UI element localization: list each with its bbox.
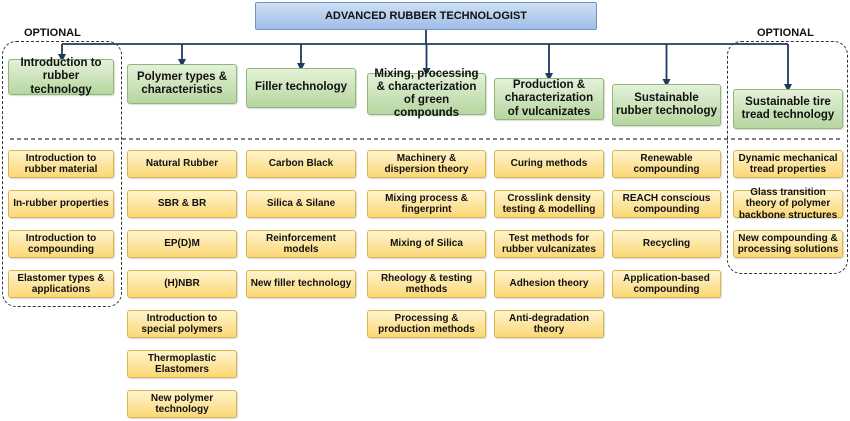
optional-label-right: OPTIONAL [757, 27, 814, 39]
category-box-3: Filler technology [246, 68, 356, 108]
topic-box: New polymer technology [127, 390, 237, 418]
optional-group-right [727, 41, 848, 274]
topic-box: Test methods for rubber vulcanizates [494, 230, 604, 258]
topic-box: Mixing process & fingerprint [367, 190, 486, 218]
root-node: ADVANCED RUBBER TECHNOLOGIST [255, 2, 597, 30]
category-box-2: Polymer types & characteristics [127, 64, 237, 104]
topic-box: Introduction to special polymers [127, 310, 237, 338]
topic-box: Glass transition theory of polymer backb… [733, 187, 843, 221]
topic-box: Mixing of Silica [367, 230, 486, 258]
topic-box: Reinforcement models [246, 230, 356, 258]
topic-box: Processing & production methods [367, 310, 486, 338]
topic-box: Machinery & dispersion theory [367, 150, 486, 178]
topic-box: Introduction to compounding [8, 230, 114, 258]
topic-box: Renewable compounding [612, 150, 721, 178]
topic-box: Crosslink density testing & modelling [494, 190, 604, 218]
topic-box: Curing methods [494, 150, 604, 178]
optional-group-left [2, 41, 122, 307]
topic-box: REACH conscious compounding [612, 190, 721, 218]
category-box-1: Introduction to rubber technology [8, 57, 114, 96]
category-box-7: Sustainable tire tread technology [733, 89, 843, 129]
category-box-6: Sustainable rubber technology [612, 84, 721, 126]
topic-box: Elastomer types & applications [8, 270, 114, 298]
topic-box: Carbon Black [246, 150, 356, 178]
topic-box: Anti-degradation theory [494, 310, 604, 338]
optional-label-left: OPTIONAL [24, 27, 81, 39]
topic-box: New filler technology [246, 270, 356, 298]
category-box-5: Production & characterization of vulcani… [494, 78, 604, 120]
topic-box: Thermoplastic Elastomers [127, 350, 237, 378]
topic-box: Introduction to rubber material [8, 150, 114, 178]
topic-box: EP(D)M [127, 230, 237, 258]
topic-box: Silica & Silane [246, 190, 356, 218]
topic-box: Recycling [612, 230, 721, 258]
topic-box: Application-based compounding [612, 270, 721, 298]
topic-box: Natural Rubber [127, 150, 237, 178]
topic-box: New compounding & processing solutions [733, 230, 843, 258]
topic-box: Dynamic mechanical tread properties [733, 150, 843, 178]
topic-box: (H)NBR [127, 270, 237, 298]
topic-box: Adhesion theory [494, 270, 604, 298]
category-box-4: Mixing, processing & characterization of… [367, 68, 486, 119]
topic-box: Rheology & testing methods [367, 270, 486, 298]
topic-box: In-rubber properties [8, 190, 114, 218]
topic-box: SBR & BR [127, 190, 237, 218]
